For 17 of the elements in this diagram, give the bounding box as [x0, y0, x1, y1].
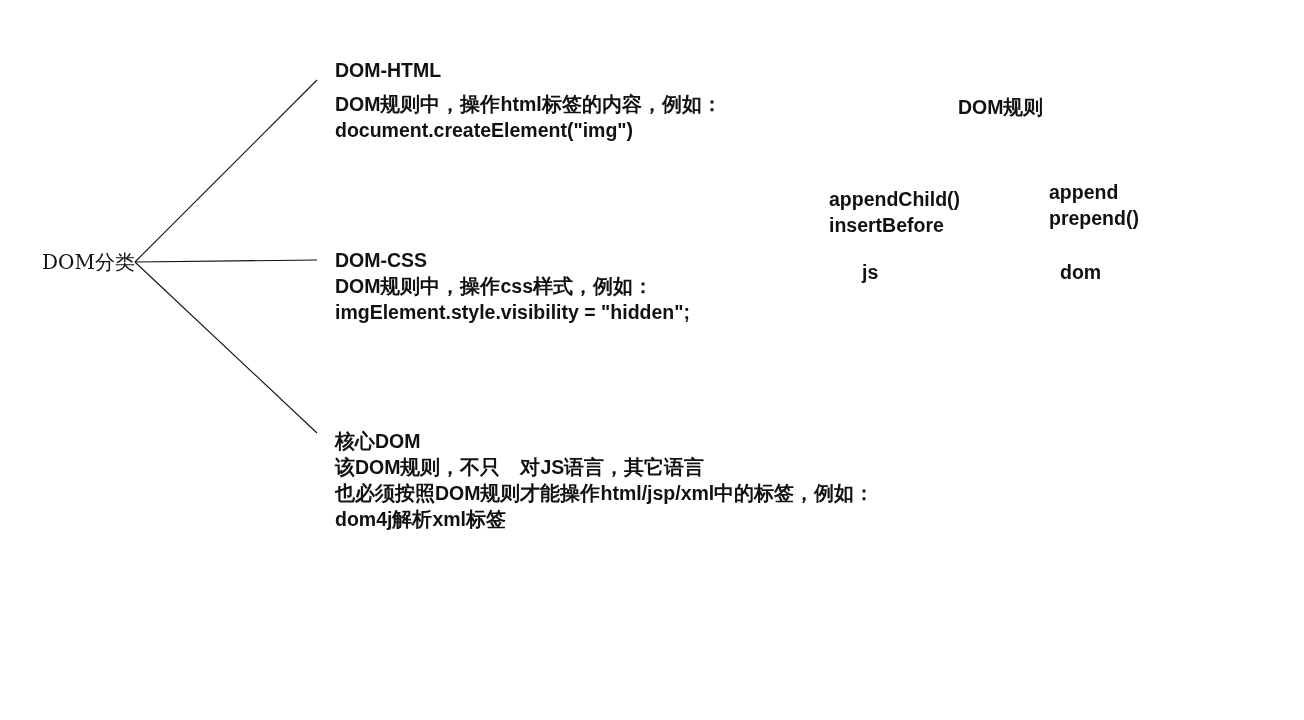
- method-list: append prepend(): [1049, 179, 1139, 231]
- branch-heading: 核心DOM: [335, 429, 422, 454]
- caption-text: dom: [1060, 260, 1102, 285]
- code-example: imgElement.style.visibility = "hidden";: [335, 300, 690, 325]
- caption-text: js: [862, 260, 879, 285]
- branch-heading: DOM-HTML: [335, 58, 443, 83]
- method-list: appendChild() insertBefore: [829, 186, 961, 238]
- description-text: DOM规则中，操作css样式，例如：: [335, 274, 655, 299]
- connector-line: [134, 261, 318, 434]
- code-example: document.createElement("img"): [335, 118, 635, 143]
- description-text: DOM规则中，操作html标签的内容，例如：: [335, 92, 722, 117]
- connector-line: [134, 259, 318, 263]
- section-heading: DOM规则: [958, 95, 1044, 120]
- code-example: dom4j解析xml标签: [335, 507, 508, 532]
- branch-heading: DOM-CSS: [335, 248, 429, 273]
- root-label: DOM分类: [42, 249, 135, 275]
- connector-line: [134, 79, 318, 263]
